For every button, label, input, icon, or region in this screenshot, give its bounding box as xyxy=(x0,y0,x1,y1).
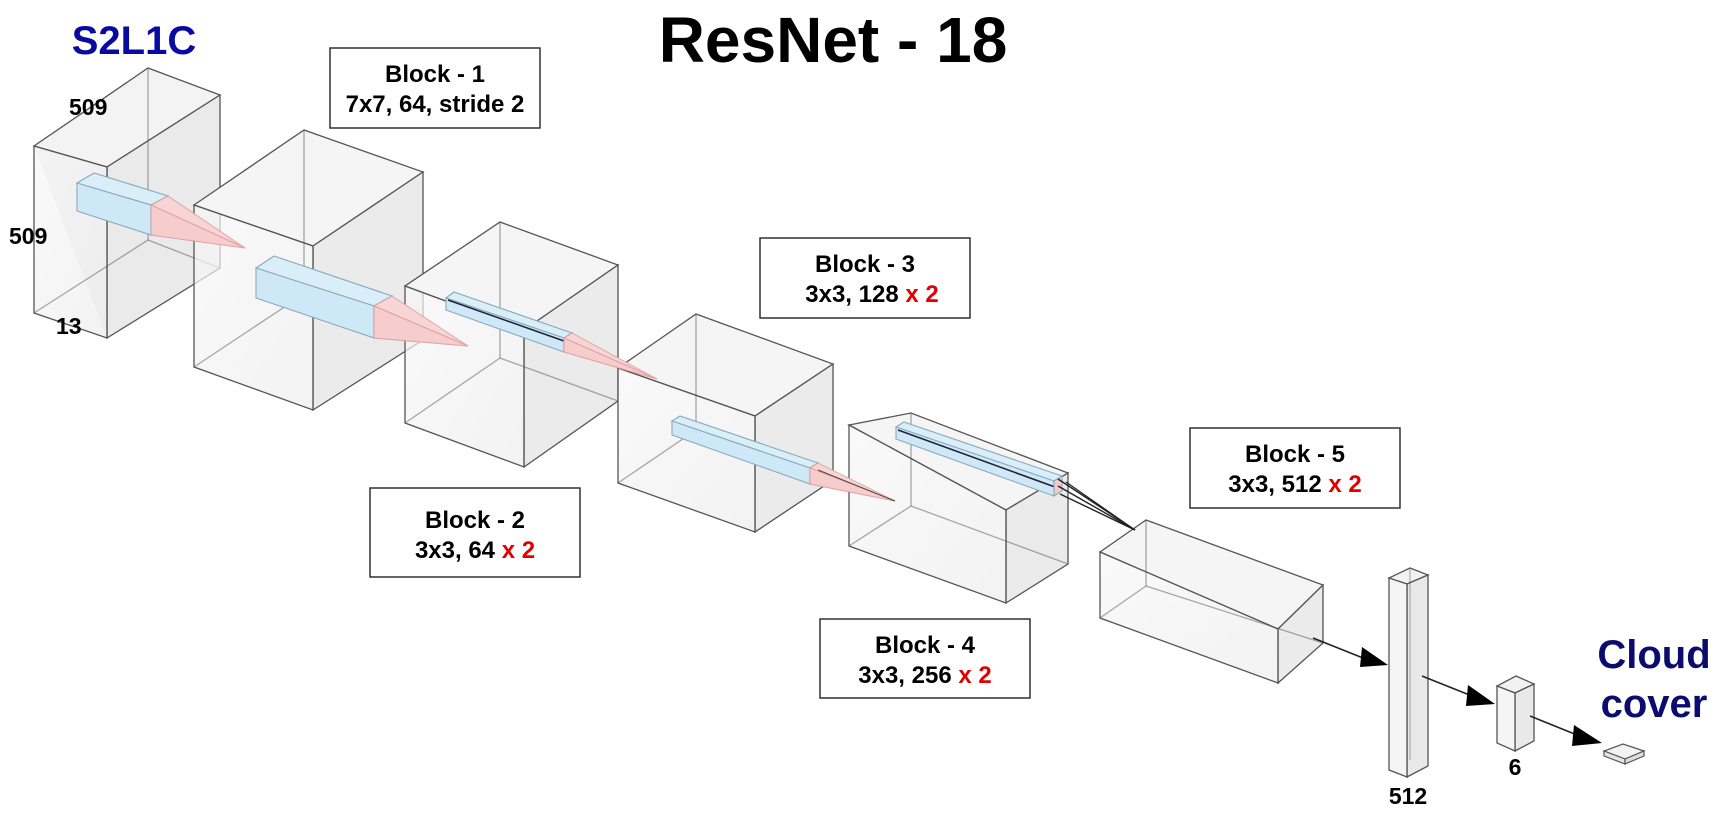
arrow-to-output xyxy=(1529,715,1602,746)
block-2-spec-text: 3x3, 64 xyxy=(415,537,502,564)
block-5-spec: 3x3, 512 x 2 xyxy=(1228,471,1361,498)
block-5-repeat: x 2 xyxy=(1328,471,1361,498)
block-3-annotation: Block - 3 3x3, 128 x 2 xyxy=(759,237,971,319)
fc-512-vector xyxy=(1387,567,1430,779)
output-cell xyxy=(1602,743,1646,765)
block-5-spec-text: 3x3, 512 xyxy=(1228,471,1328,498)
block-4-spec: 3x3, 256 x 2 xyxy=(858,662,991,689)
block-1-spec-text: 7x7, 64, stride 2 xyxy=(346,91,525,118)
block-5-annotation: Block - 5 3x3, 512 x 2 xyxy=(1189,427,1401,509)
block-2-annotation: Block - 2 3x3, 64 x 2 xyxy=(369,487,581,578)
kernel-5 xyxy=(894,421,1136,531)
block-1-annotation: Block - 1 7x7, 64, stride 2 xyxy=(329,47,541,129)
block-2-repeat: x 2 xyxy=(502,537,535,564)
block-3-spec: 3x3, 128 x 2 xyxy=(805,281,938,308)
output-label-line2: cover xyxy=(1601,682,1708,726)
input-depth-label: 509 xyxy=(69,94,107,120)
block-5-name: Block - 5 xyxy=(1245,441,1345,468)
arrow-to-fc-512 xyxy=(1312,637,1388,667)
block-3-spec-text: 3x3, 128 xyxy=(805,281,905,308)
block-4-repeat: x 2 xyxy=(958,662,991,689)
fc-6-vector xyxy=(1495,675,1536,753)
input-channels-label: 13 xyxy=(56,313,82,339)
block-2-spec: 3x3, 64 x 2 xyxy=(415,537,535,564)
block-4-annotation: Block - 4 3x3, 256 x 2 xyxy=(819,618,1031,699)
kernel-1 xyxy=(75,172,246,249)
fc-512-label: 512 xyxy=(1389,783,1427,809)
input-height-label: 509 xyxy=(9,223,47,249)
block-4-spec-text: 3x3, 256 xyxy=(858,662,958,689)
block-1-spec: 7x7, 64, stride 2 xyxy=(346,91,525,118)
conv-volume-3 xyxy=(616,313,835,534)
conv-volume-5 xyxy=(1098,519,1325,685)
page-title: ResNet - 18 xyxy=(659,4,1008,76)
kernel-4 xyxy=(670,415,896,502)
kernel-3 xyxy=(444,291,658,380)
fc-6-label: 6 xyxy=(1509,754,1522,780)
arrow-to-fc-6 xyxy=(1421,675,1495,706)
block-1-name: Block - 1 xyxy=(385,61,485,88)
block-3-repeat: x 2 xyxy=(905,281,938,308)
output-label-line1: Cloud xyxy=(1597,633,1710,677)
kernel-2 xyxy=(254,255,469,347)
input-label: S2L1C xyxy=(72,19,197,63)
block-4-name: Block - 4 xyxy=(875,632,976,659)
block-2-name: Block - 2 xyxy=(425,507,525,534)
block-3-name: Block - 3 xyxy=(815,251,915,278)
